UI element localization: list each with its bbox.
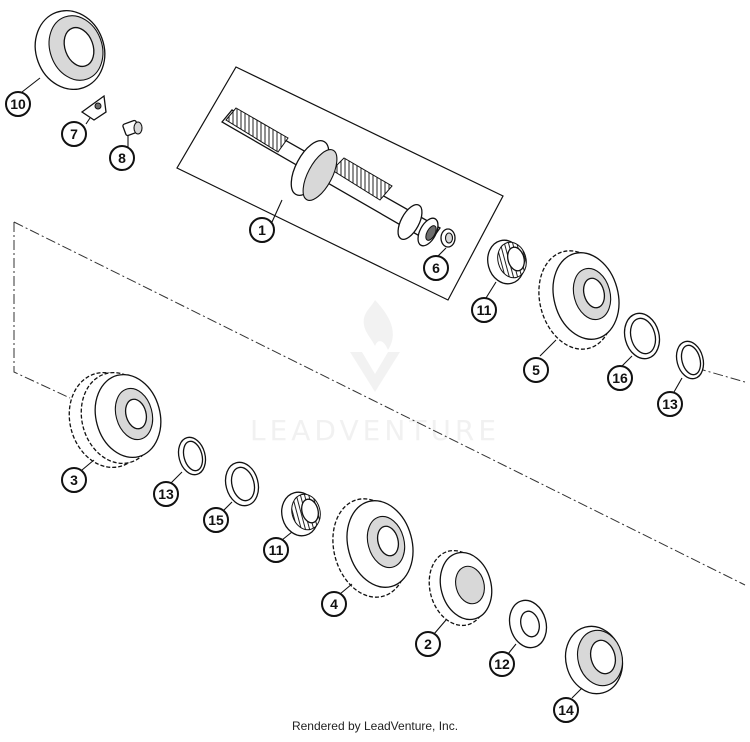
render-credit: Rendered by LeadVenture, Inc.	[291, 719, 459, 733]
part-3-double-gear[interactable]	[59, 364, 170, 476]
callout-3: 3	[61, 467, 87, 493]
callout-12-label: 12	[494, 656, 510, 672]
callout-5: 5	[523, 357, 549, 383]
part-5-gear[interactable]	[528, 242, 628, 357]
part-6-bushing[interactable]	[440, 228, 456, 248]
callout-leaders	[21, 77, 683, 699]
part-13-circlip-left[interactable]	[175, 434, 210, 477]
callout-16: 16	[607, 365, 633, 391]
part-4-gear[interactable]	[322, 490, 422, 605]
callout-2-label: 2	[424, 636, 432, 652]
callout-13-right: 13	[657, 391, 683, 417]
part-15-thrust-washer[interactable]	[221, 459, 263, 510]
vendor-logo-icon	[350, 352, 400, 392]
callout-11-upper: 11	[471, 297, 497, 323]
flame-icon	[363, 300, 393, 350]
callout-7-label: 7	[70, 126, 78, 142]
part-13-circlip-right[interactable]	[673, 338, 708, 381]
callout-11-lower: 11	[263, 537, 289, 563]
callout-11-upper-label: 11	[477, 302, 492, 318]
part-12-washer[interactable]	[504, 596, 551, 652]
callout-7: 7	[61, 121, 87, 147]
assembly-reference-lines	[13, 221, 746, 586]
callout-14-label: 14	[558, 702, 574, 718]
part-16-thrust-washer[interactable]	[620, 309, 665, 362]
callout-8: 8	[109, 145, 135, 171]
part-8-screw[interactable]	[122, 119, 143, 137]
part-10-bearing[interactable]	[24, 1, 115, 99]
callout-8-label: 8	[118, 150, 126, 166]
callout-13-right-label: 13	[662, 396, 678, 412]
part-14-bearing[interactable]	[558, 620, 630, 700]
part-7-lock-plate[interactable]	[80, 94, 107, 121]
leadventure-watermark: LEADVENTURE	[250, 300, 500, 447]
callout-1-label: 1	[258, 222, 266, 238]
callout-4: 4	[321, 591, 347, 617]
callout-13-left-label: 13	[158, 486, 174, 502]
callout-11-lower-label: 11	[269, 542, 284, 558]
callout-10-label: 10	[10, 96, 26, 112]
callout-3-label: 3	[70, 472, 78, 488]
callout-13-left: 13	[153, 481, 179, 507]
callout-10: 10	[5, 91, 31, 117]
callout-12: 12	[489, 651, 515, 677]
callout-16-label: 16	[612, 370, 628, 386]
callout-15: 15	[203, 507, 229, 533]
callout-15-label: 15	[208, 512, 224, 528]
callout-1: 1	[249, 217, 275, 243]
part-2-gear[interactable]	[421, 544, 499, 632]
callout-6: 6	[423, 255, 449, 281]
callout-6-label: 6	[432, 260, 440, 276]
shaft-assembly-frame	[176, 66, 504, 301]
callout-2: 2	[415, 631, 441, 657]
watermark-text: LEADVENTURE	[250, 414, 500, 447]
part-11-needle-bearing-lower[interactable]	[277, 488, 324, 540]
callout-5-label: 5	[532, 362, 540, 378]
callout-14: 14	[553, 697, 579, 723]
part-11-needle-bearing-upper[interactable]	[483, 236, 530, 288]
callout-4-label: 4	[330, 596, 338, 612]
part-1-main-shaft[interactable]	[221, 107, 442, 249]
